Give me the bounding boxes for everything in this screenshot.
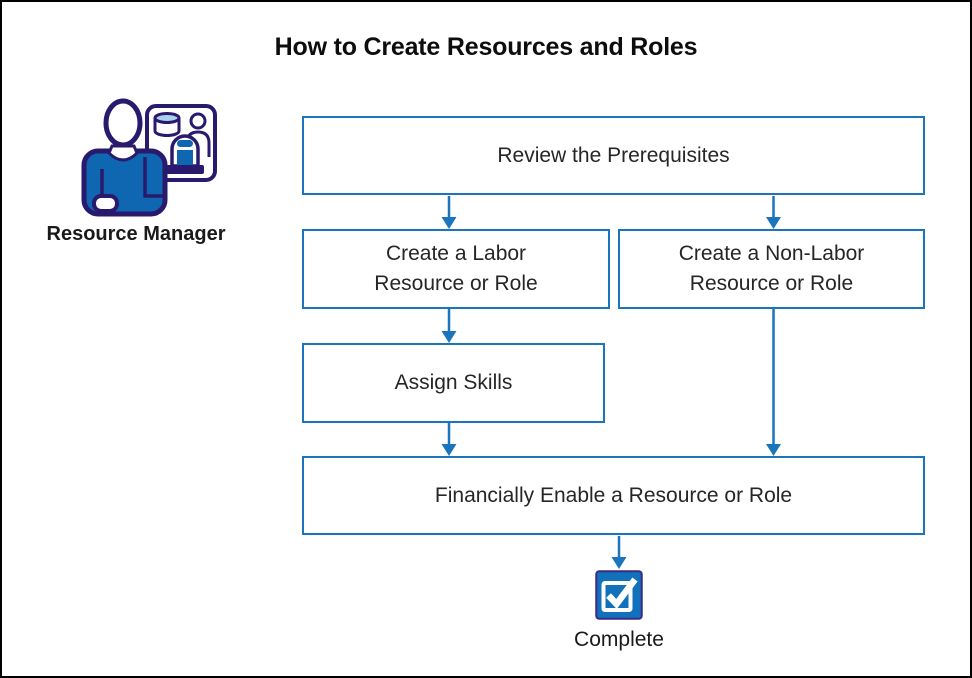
terminal-label: Complete [574, 628, 664, 651]
actor-label: Resource Manager [46, 223, 226, 245]
node-review-prerequisites: Review the Prerequisites [302, 116, 925, 195]
page-title: How to Create Resources and Roles [274, 33, 698, 61]
node-financially-enable: Financially Enable a Resource or Role [302, 456, 925, 535]
resource-manager-icon [81, 98, 217, 217]
node-assign-skills: Assign Skills [302, 343, 605, 423]
arrow-review-to-labor [441, 196, 457, 229]
arrow-skills-to-enable [441, 423, 457, 456]
checkbox-checked-icon [595, 570, 643, 620]
arrow-enable-to-complete [611, 536, 627, 569]
node-label: Create a Labor Resource or Role [374, 242, 538, 295]
node-label: Review the Prerequisites [497, 143, 730, 167]
node-create-nonlabor-resource: Create a Non-Labor Resource or Role [618, 229, 925, 309]
arrow-labor-to-skills [441, 309, 457, 343]
arrow-review-to-nonlabor [766, 196, 781, 229]
node-label: Assign Skills [394, 371, 513, 395]
arrow-nonlabor-to-enable [766, 309, 781, 456]
node-label: Create a Non-Labor Resource or Role [678, 242, 865, 295]
node-label: Financially Enable a Resource or Role [434, 483, 793, 507]
node-create-labor-resource: Create a Labor Resource or Role [302, 229, 610, 309]
